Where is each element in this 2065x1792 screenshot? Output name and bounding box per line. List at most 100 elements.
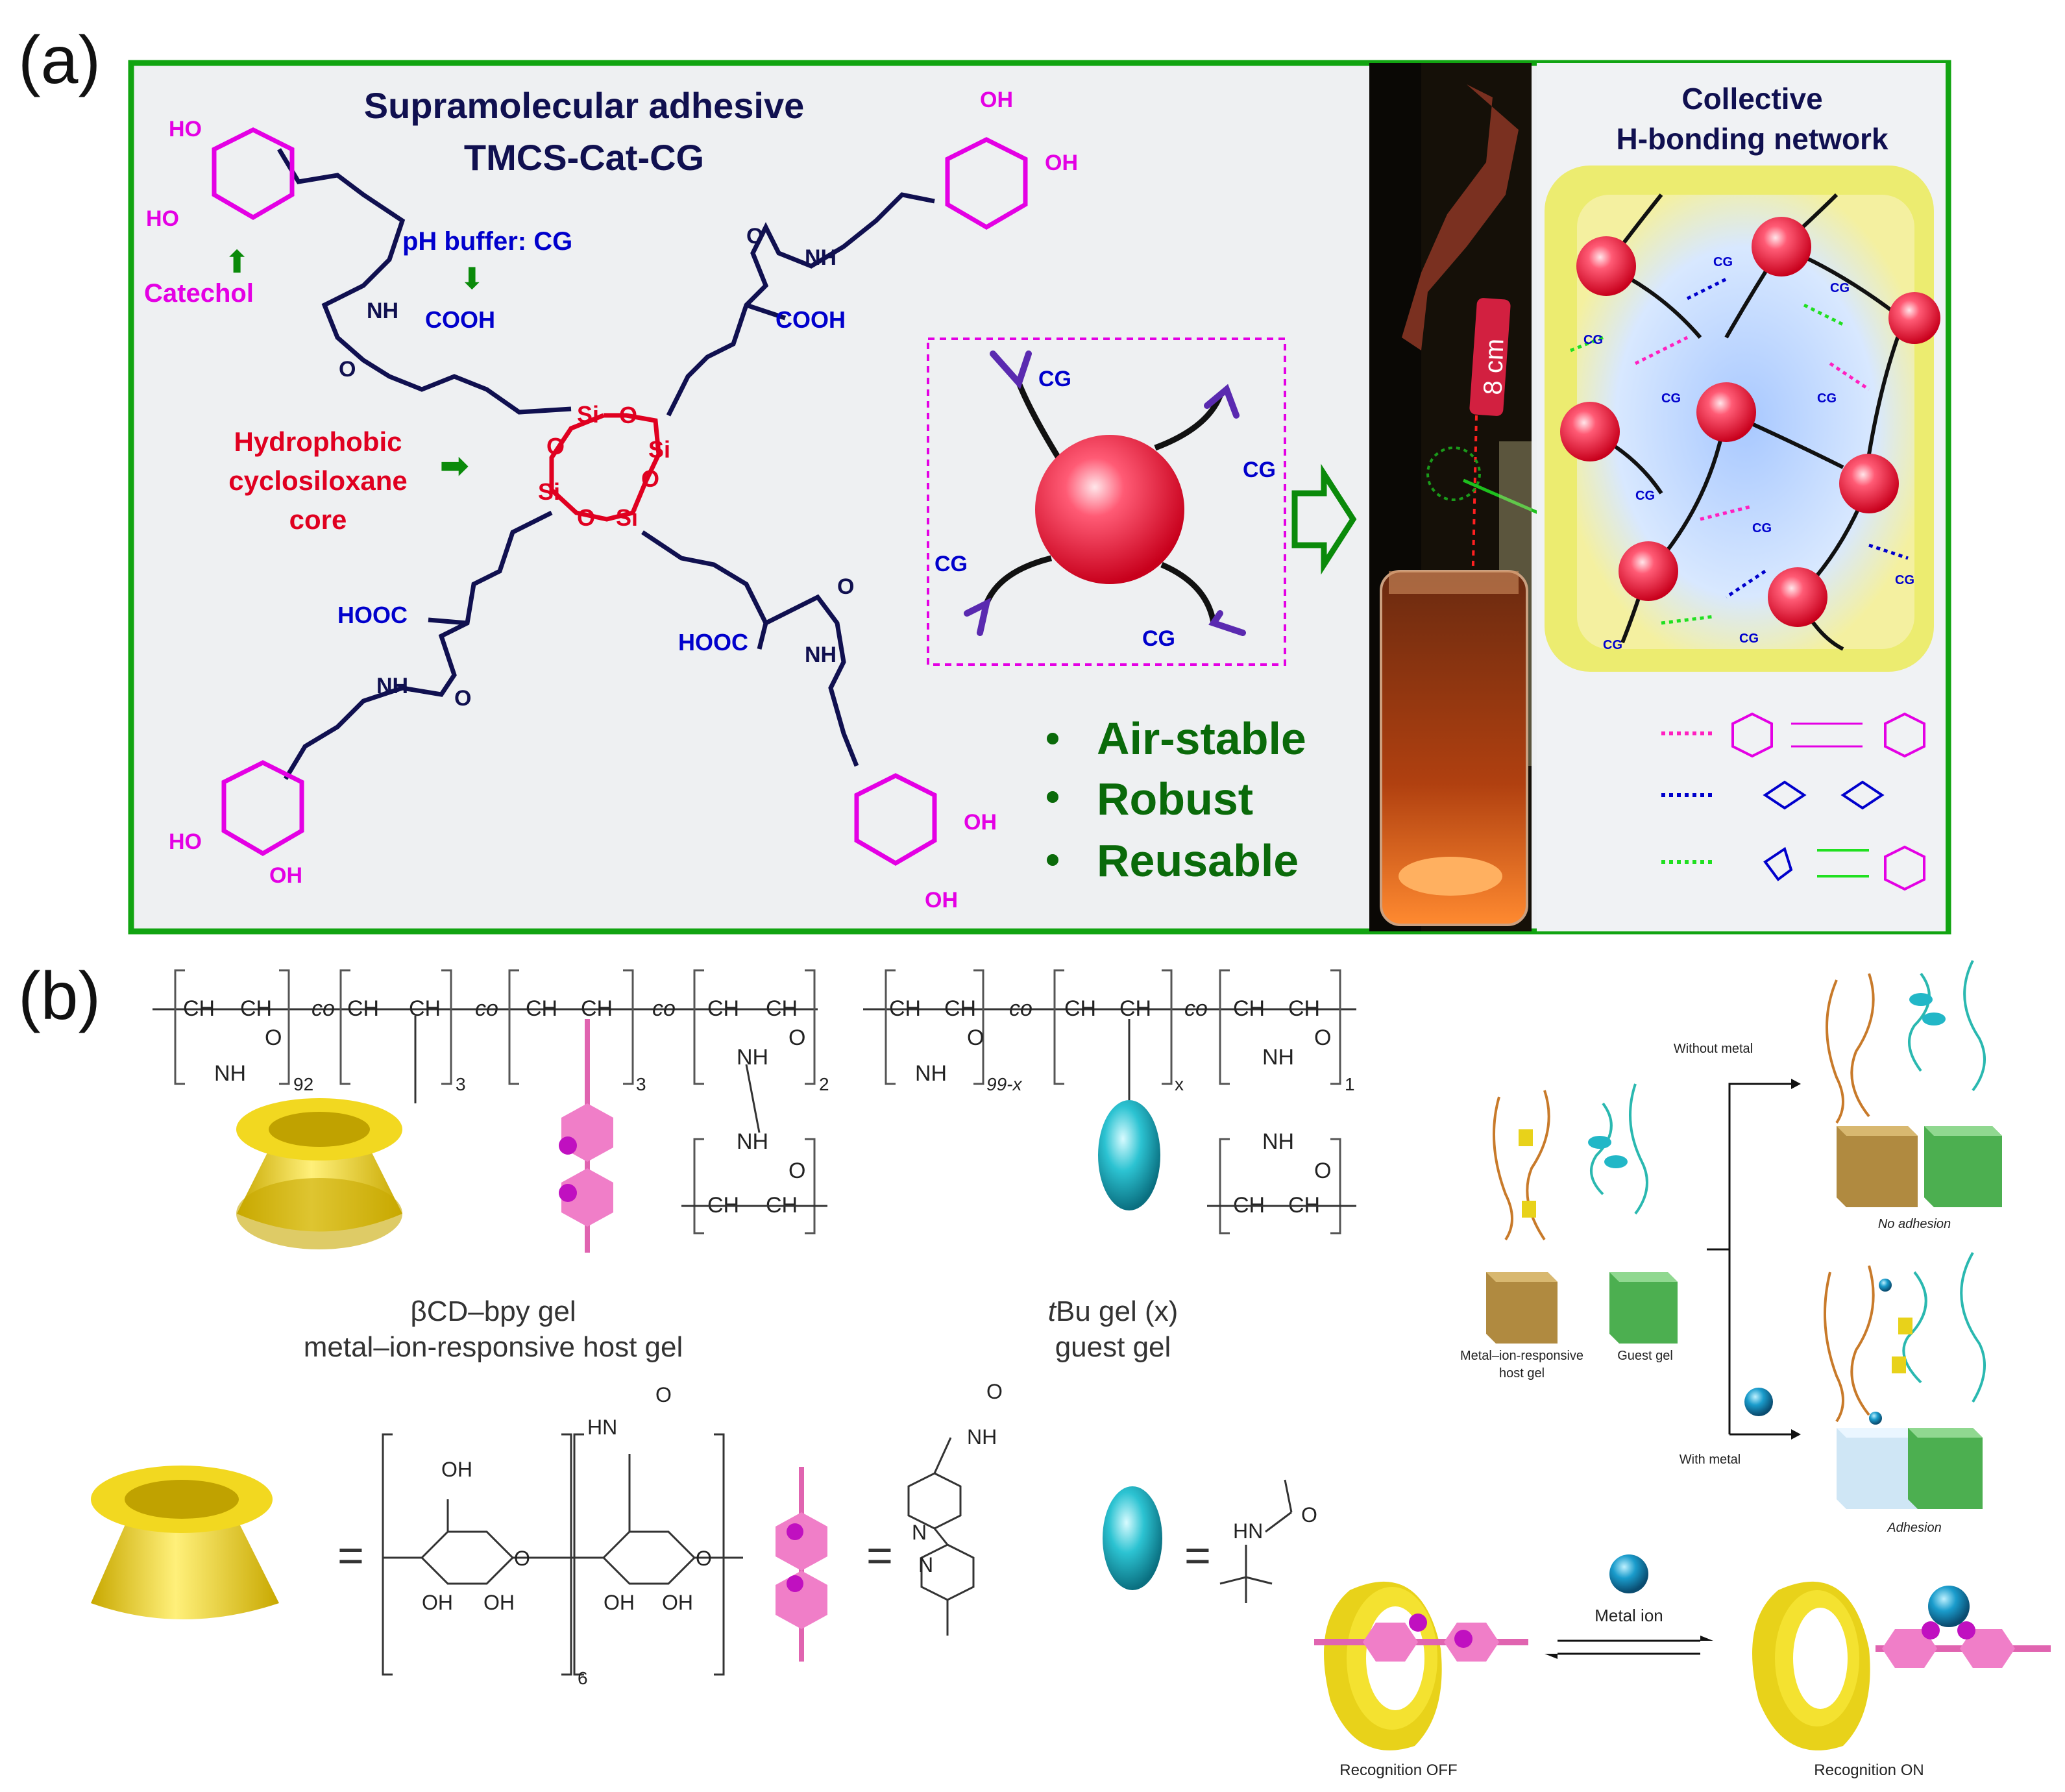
svg-text:CG: CG (1895, 573, 1914, 587)
arm-lower-right (641, 530, 859, 767)
adhesive-photo: 8 cm (1369, 63, 1539, 931)
bullet-reusable: Reusable (1097, 835, 1299, 886)
network-title-line1: Collective (1681, 82, 1822, 116)
svg-text:O: O (788, 1159, 805, 1183)
svg-text:CG: CG (1713, 255, 1733, 269)
host-gel-caption: βCD–bpy gel metal–ion-responsive host ge… (304, 1295, 683, 1363)
svg-text:NH: NH (376, 674, 408, 698)
panel-b-label: (b) (18, 959, 101, 1034)
catechol-annotation: Catechol ⬆ (144, 245, 254, 308)
ph-buffer-arrow-icon: ⬇ (459, 262, 485, 295)
core-sphere (1035, 435, 1184, 584)
catechol-arrow-icon: ⬆ (224, 245, 250, 280)
guest-gel-caption: tBu gel (x) guest gel (1048, 1295, 1179, 1363)
svg-text:OH: OH (662, 1591, 693, 1614)
svg-text:O: O (788, 1025, 805, 1050)
svg-text:O: O (1314, 1025, 1331, 1050)
svg-text:O: O (514, 1547, 530, 1570)
svg-text:CG: CG (935, 552, 968, 576)
bpy-structure: O NH N N (907, 1380, 1003, 1636)
title-line2: TMCS-Cat-CG (464, 137, 704, 178)
core-annotation: Hydrophobic cyclosiloxane core ➡ (228, 426, 469, 535)
svg-text:NH: NH (367, 299, 398, 323)
svg-text:NH: NH (737, 1129, 768, 1154)
svg-text:co: co (475, 996, 498, 1021)
svg-text:CH: CH (1064, 996, 1096, 1021)
svg-text:N: N (912, 1521, 927, 1544)
svg-text:=: = (1184, 1530, 1211, 1580)
svg-text:co: co (652, 996, 676, 1021)
svg-text:COOH: COOH (425, 306, 495, 333)
distance-label: 8 cm (1478, 338, 1509, 395)
bipyridine-icon (559, 1019, 613, 1253)
equilibrium-arrows: Metal ion (1545, 1554, 1713, 1659)
svg-text:NH: NH (737, 1045, 768, 1070)
adhesion-outcome: Adhesion (1824, 1252, 1986, 1535)
with-metal-label: With metal (1680, 1453, 1741, 1467)
svg-text:CH: CH (944, 996, 976, 1021)
svg-text:3: 3 (636, 1074, 646, 1094)
metal-ion-icon (1744, 1388, 1773, 1416)
panel-a-label: (a) (18, 23, 101, 98)
svg-text:CG: CG (1583, 333, 1603, 347)
svg-text:co: co (1184, 996, 1208, 1021)
svg-text:1: 1 (1345, 1074, 1355, 1094)
cyclodextrin-cone (236, 1016, 417, 1249)
recognition-equilibrium: Recognition OFF Metal ion Recognition ON (1314, 1554, 2051, 1779)
svg-text:OH: OH (964, 810, 997, 835)
svg-text:O: O (265, 1025, 282, 1050)
svg-text:OH: OH (604, 1591, 635, 1614)
host-gel-line2: host gel (1499, 1366, 1545, 1381)
metal-ion-label: Metal ion (1595, 1606, 1663, 1625)
bullet-robust: Robust (1097, 774, 1253, 824)
svg-text:O: O (746, 224, 763, 249)
svg-text:CG: CG (1635, 489, 1655, 503)
svg-text:Si: Si (577, 401, 599, 428)
svg-text:O: O (1314, 1159, 1331, 1183)
svg-text:HO: HO (169, 117, 202, 141)
svg-text:CG: CG (1817, 391, 1837, 406)
catechol-rings (212, 127, 1028, 866)
svg-text:CH: CH (1119, 996, 1151, 1021)
svg-text:O: O (696, 1547, 712, 1570)
svg-text:metal–ion-responsive host gel: metal–ion-responsive host gel (304, 1331, 683, 1363)
svg-text:NH: NH (967, 1425, 997, 1449)
svg-text:CH: CH (707, 996, 739, 1021)
svg-text:OH: OH (441, 1458, 472, 1481)
svg-text:CH: CH (1233, 996, 1265, 1021)
svg-text:NH: NH (1262, 1045, 1294, 1070)
svg-text:N: N (918, 1553, 933, 1577)
transition-arrow-icon (1291, 463, 1357, 575)
svg-text:βCD–bpy gel: βCD–bpy gel (410, 1295, 576, 1327)
svg-text:tBu gel (x): tBu gel (x) (1048, 1295, 1179, 1327)
svg-text:HOOC: HOOC (678, 629, 748, 656)
arm-upper-right (666, 192, 935, 417)
catechol-label: Catechol (144, 279, 254, 308)
svg-text:=: = (866, 1530, 893, 1580)
svg-text:=: = (337, 1530, 364, 1580)
svg-text:O: O (577, 504, 595, 531)
svg-text:OH: OH (925, 888, 958, 913)
svg-text:O: O (641, 465, 659, 492)
svg-text:HOOC: HOOC (337, 602, 408, 628)
network-illustration: Collective H-bonding network (1537, 63, 1946, 931)
property-bullets: Air-stable Robust Reusable (1047, 713, 1306, 886)
ph-buffer-annotation: pH buffer: CG ⬇ (402, 227, 572, 295)
svg-text:NH: NH (915, 1061, 947, 1086)
carboxyl-labels: COOH COOH HOOC HOOC (337, 306, 846, 656)
svg-text:COOH: COOH (776, 306, 846, 333)
svg-text:CG: CG (1752, 521, 1772, 535)
svg-text:x: x (1175, 1074, 1184, 1094)
svg-text:CH: CH (766, 996, 798, 1021)
arm-lower-left (283, 510, 553, 780)
panel-a-title: Supramolecular adhesive TMCS-Cat-CG (364, 85, 805, 178)
svg-text:99-x: 99-x (986, 1074, 1022, 1094)
svg-text:CH: CH (347, 996, 379, 1021)
amide-labels: NH O NH O NH O NH O (339, 224, 854, 711)
svg-text:CG: CG (1243, 458, 1276, 482)
guest-gel-cube (1609, 1272, 1678, 1344)
svg-text:O: O (454, 686, 471, 711)
svg-text:NH: NH (805, 245, 837, 270)
svg-text:CH: CH (581, 996, 613, 1021)
core-arrow-icon: ➡ (440, 447, 469, 485)
